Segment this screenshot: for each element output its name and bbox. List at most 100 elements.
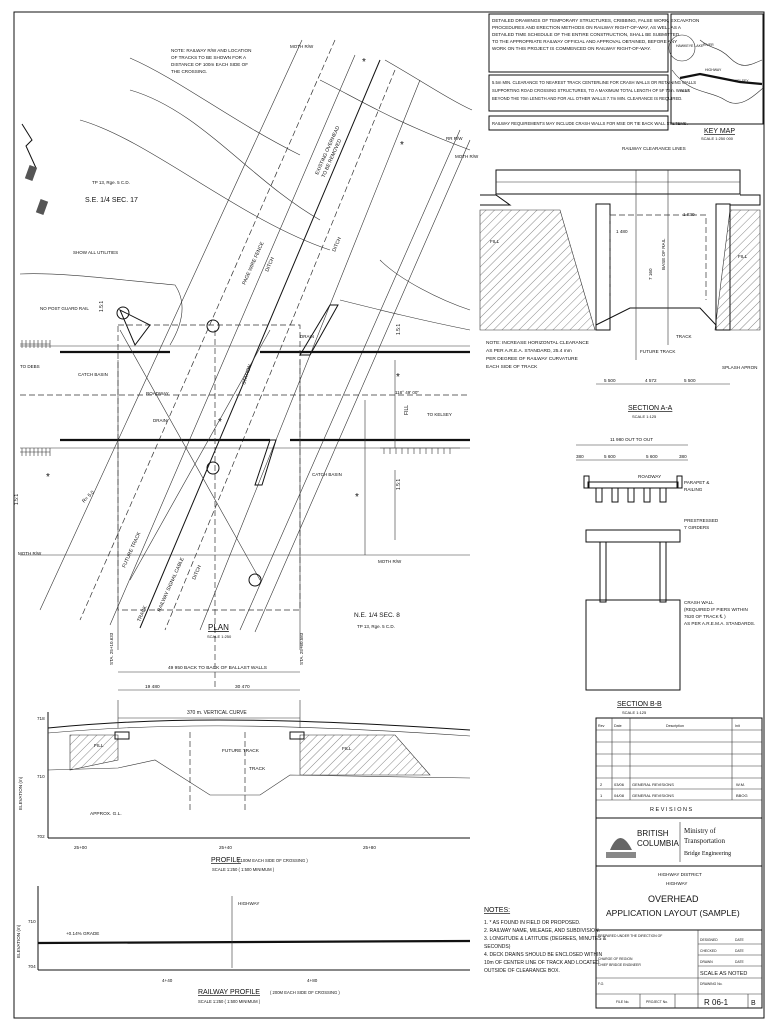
aa-splash: SPLASH APRON <box>722 365 758 370</box>
key-map-highway <box>679 72 763 86</box>
bb-column <box>599 541 607 603</box>
aa-dim-bottom: 5 500 <box>604 378 616 383</box>
key-map-scale: SCALE 1:250 000 <box>701 136 734 141</box>
rail-profile-highway: HIGHWAY <box>238 901 259 906</box>
plan-slope: 1.5:1 <box>99 301 105 312</box>
plan-dim-total: 49 950 BACK TO BACK OF BALLAST WALLS <box>168 665 267 671</box>
rail-profile-ylabel: ELEVATION (m) <box>16 924 21 958</box>
key-map-contour <box>671 69 764 104</box>
rail-profile-ytick: 704 <box>28 964 36 969</box>
note-box-3-text: RAILWAY REQUIREMENTS MAY INCLUDE CRASH W… <box>492 121 688 126</box>
bridge-diagonal <box>119 329 261 581</box>
aa-pier-left <box>595 203 611 331</box>
tb-designed: DESIGNED <box>700 938 718 942</box>
wing-wall <box>119 308 151 346</box>
track-line <box>139 59 381 629</box>
profile-scale: SCALE 1:250 ( 1:500 MINIMUM ) <box>212 867 275 872</box>
terrain-line <box>79 119 331 251</box>
fence-line <box>79 39 336 621</box>
profile-approx: APPROX. G.L. <box>90 811 122 817</box>
key-map-frame <box>670 13 764 125</box>
tb-drawing-no-label: DRAWING No. <box>700 982 723 986</box>
plan-station: STATION <box>241 363 253 385</box>
note-box-1-text: DETAILED DRAWINGS OF TEMPORARY STRUCTURE… <box>492 18 701 51</box>
svg-text:GENERAL REVISIONS: GENERAL REVISIONS <box>632 793 674 798</box>
rail-profile-scale: SCALE 1:250 ( 1:500 MINIMUM ) <box>198 999 261 1004</box>
ditch-line <box>109 54 356 626</box>
tb-rev: B <box>751 1000 756 1007</box>
aa-pier-right <box>715 203 731 331</box>
rail-profile-ytick: 710 <box>28 919 36 924</box>
key-map-title: KEY MAP <box>704 128 735 135</box>
signature-area <box>595 929 763 1009</box>
aa-scale: SCALE 1:125 <box>632 414 657 419</box>
plan-fill: FILL <box>404 405 410 415</box>
rail-grade-line <box>37 939 471 945</box>
bb-parapet: PARAPET & RAILING <box>684 480 711 492</box>
svg-text:*: * <box>362 57 366 68</box>
aa-title: SECTION A-A <box>628 405 673 412</box>
rw-line <box>254 139 471 633</box>
tb-file: FILE No. <box>616 1000 629 1004</box>
note-box-3 <box>488 115 669 131</box>
aa-dim-2: 7 160 <box>648 268 653 280</box>
key-map-label-river: RIVER <box>703 43 714 47</box>
rail-profile-xtick: 4+80 <box>307 978 318 983</box>
svg-text:*: * <box>46 472 50 483</box>
bridge-outline <box>117 324 301 611</box>
plan-ditch: DITCH <box>264 256 276 273</box>
plan-slope-2: 1.5:1 <box>396 324 402 335</box>
profile-ytick: 710 <box>37 774 45 779</box>
aa-dim-1: 1 480 <box>616 229 628 234</box>
terrain-line <box>384 59 473 111</box>
plan-moth-rw-3: MOTH R/W <box>290 44 314 49</box>
plan-roadway: ROADWAY <box>146 391 169 396</box>
profile-fill-label: FILL <box>94 743 104 749</box>
aa-dim-bottom: 4 572 <box>645 378 657 383</box>
rail-profile-title: RAILWAY PROFILE <box>198 989 260 996</box>
profile-fill-label-2: FILL <box>342 746 352 752</box>
revisions-title: R E V I S I O N S <box>650 807 693 813</box>
profile-xtick: 25+40 <box>219 845 232 850</box>
aa-base-of-rail: BASE OF RAIL <box>661 238 666 270</box>
tb-chief: CHIEF BRIDGE ENGINEER <box>598 963 641 967</box>
bb-crash-wall <box>585 599 681 691</box>
plan-dim-b: 30 470 <box>235 684 250 690</box>
plan-slope-3: 1.5:1 <box>14 494 20 505</box>
profile-view: 718 710 702 ELEVATION (m) 25+00 25+40 25… <box>18 700 471 872</box>
tb-scale: SCALE AS NOTED <box>700 971 747 977</box>
plan-ne-sec: N.E. 1/4 SEC. 8 <box>354 612 400 619</box>
profile-fill-right <box>299 734 431 776</box>
plan-rr-rw: RR R/W <box>446 136 463 141</box>
plan-tp-ne: TP 13, Rge. 5 C.D. <box>357 624 395 629</box>
plan-dim-a: 19 480 <box>145 684 160 690</box>
terrain-line <box>19 273 183 346</box>
section-marker-b <box>206 319 220 333</box>
notes-title: NOTES: <box>484 907 510 914</box>
rail-profile-subtitle: ( 200M EACH SIDE OF CROSSING ) <box>270 990 340 995</box>
plan-catch-basin-1: CATCH BASIN <box>78 372 108 377</box>
bb-dim: 380 <box>679 454 687 459</box>
tb-checked: CHECKED <box>700 949 717 953</box>
svg-text:*: * <box>218 417 222 428</box>
plan-ditch-3: DITCH <box>191 564 203 581</box>
bc-logo-icon <box>606 838 636 858</box>
section-marker-a <box>116 306 130 320</box>
terrain-line <box>129 89 321 221</box>
plan-drain: DRAIN <box>153 418 167 423</box>
plan-sta-left: STA. 25+10.633 <box>109 632 114 665</box>
svg-text:GENERAL REVISIONS: GENERAL REVISIONS <box>632 782 674 787</box>
plan-moth-rw-4: MOTH R/W <box>455 154 479 159</box>
bb-dim: 5 600 <box>604 454 616 459</box>
plan-radius: R= 5.0 <box>81 490 96 505</box>
note-box-2 <box>488 74 669 112</box>
plan-signal: RAILWAY SIGNAL CABLE <box>156 556 186 613</box>
tb-charge: CHARGE OF REGION <box>598 957 633 961</box>
plan-ditch-2: DITCH <box>331 236 343 253</box>
bb-crash-label: CRASH WALL (REQUIRED IF PIERS WITHIN 762… <box>684 600 755 626</box>
plan-to-debs: TO DEBS <box>20 364 40 369</box>
aa-abutment-right <box>730 194 761 206</box>
revisions-table: Rev Date Description Init 2 03/06 GENERA… <box>595 717 763 819</box>
north-arrow-icon <box>21 123 49 215</box>
